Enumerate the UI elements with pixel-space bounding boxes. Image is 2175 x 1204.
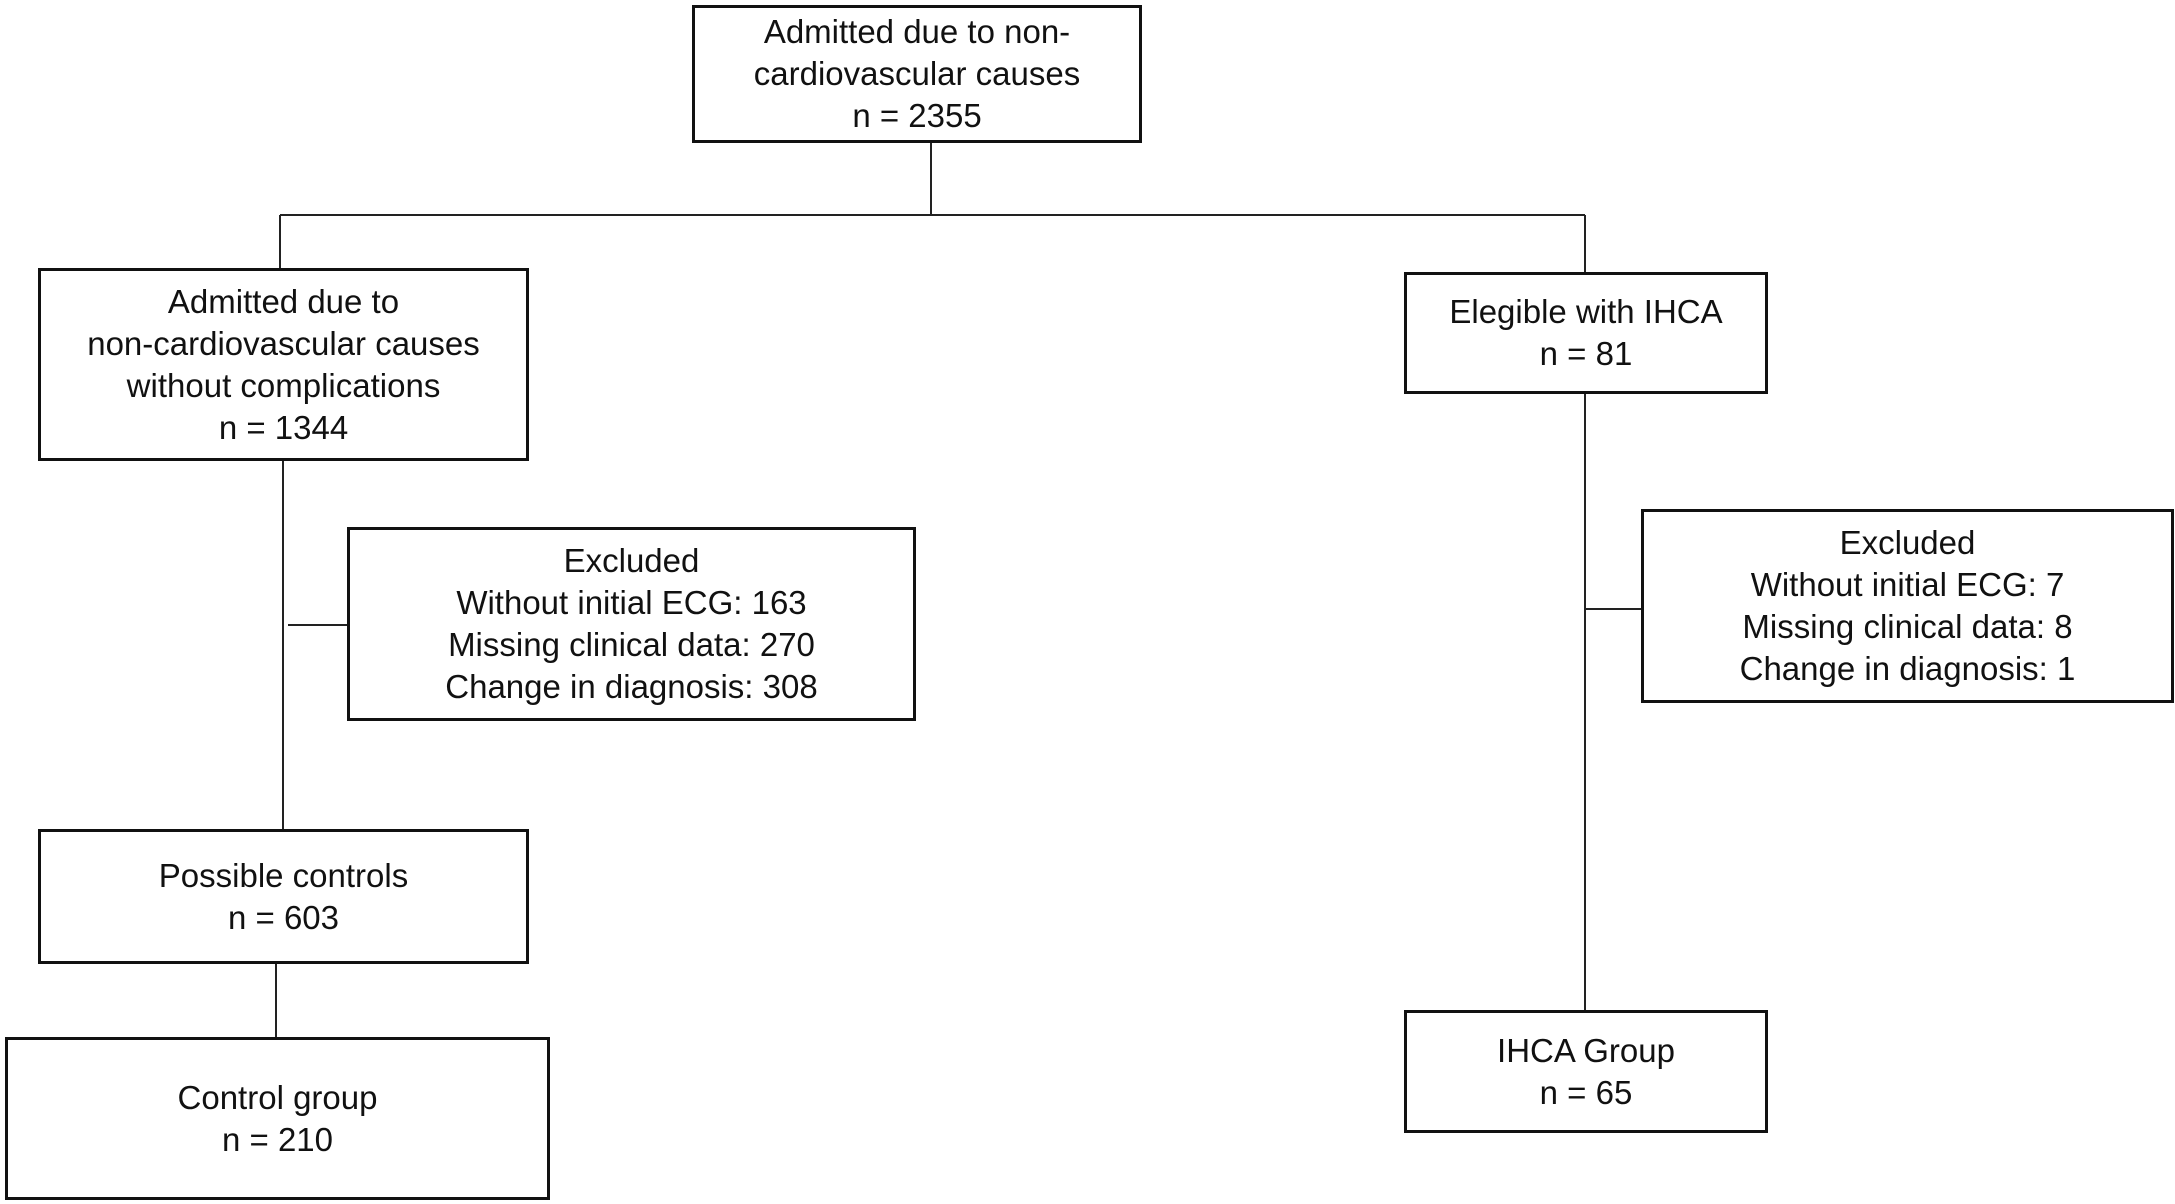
box-right-excluded-line-2: Without initial ECG: 7: [1750, 566, 2065, 603]
box-eligible-ihca-line-1: Elegible with IHCA: [1449, 293, 1723, 330]
box-possible-controls: Possible controls n = 603: [38, 829, 529, 964]
box-admitted-total-line-2: cardiovascular causes: [753, 55, 1081, 92]
box-control-group: Control group n = 210: [5, 1037, 550, 1200]
box-left-excluded-line-3: Missing clinical data: 270: [448, 626, 815, 663]
box-ihca-group-line-1: IHCA Group: [1497, 1031, 1675, 1069]
box-right-excluded-line-4: Change in diagnosis: 1: [1739, 650, 2076, 687]
box-left-excluded-line-2: Without initial ECG: 163: [456, 584, 807, 621]
box-admitted-total: Admitted due to non- cardiovascular caus…: [692, 5, 1142, 143]
box-possible-controls-line-1: Possible controls: [158, 856, 409, 894]
box-eligible-ihca-line-2: n = 81: [1539, 335, 1633, 372]
box-possible-controls-line-2: n = 603: [227, 898, 340, 936]
box-ihca-group-line-2: n = 65: [1539, 1073, 1633, 1111]
box-without-complications-line-1: Admitted due to: [167, 282, 400, 320]
box-without-complications-line-4: n = 1344: [218, 408, 349, 446]
box-without-complications-line-2: non-cardiovascular causes: [87, 324, 480, 362]
box-right-excluded: Excluded Without initial ECG: 7 Missing …: [1641, 509, 2174, 703]
box-right-excluded-line-1: Excluded: [1839, 524, 1976, 561]
box-control-group-line-2: n = 210: [221, 1120, 334, 1158]
box-left-excluded: Excluded Without initial ECG: 163 Missin…: [347, 527, 916, 721]
box-admitted-total-line-3: n = 2355: [852, 97, 982, 134]
box-left-excluded-line-1: Excluded: [563, 542, 700, 579]
box-without-complications: Admitted due to non-cardiovascular cause…: [38, 268, 529, 461]
box-without-complications-line-3: without complications: [126, 366, 441, 404]
box-ihca-group: IHCA Group n = 65: [1404, 1010, 1768, 1133]
box-left-excluded-line-4: Change in diagnosis: 308: [445, 668, 818, 705]
box-admitted-total-line-1: Admitted due to non-: [763, 13, 1071, 50]
box-control-group-line-1: Control group: [177, 1078, 378, 1116]
box-eligible-ihca: Elegible with IHCA n = 81: [1404, 272, 1768, 394]
box-right-excluded-line-3: Missing clinical data: 8: [1742, 608, 2073, 645]
